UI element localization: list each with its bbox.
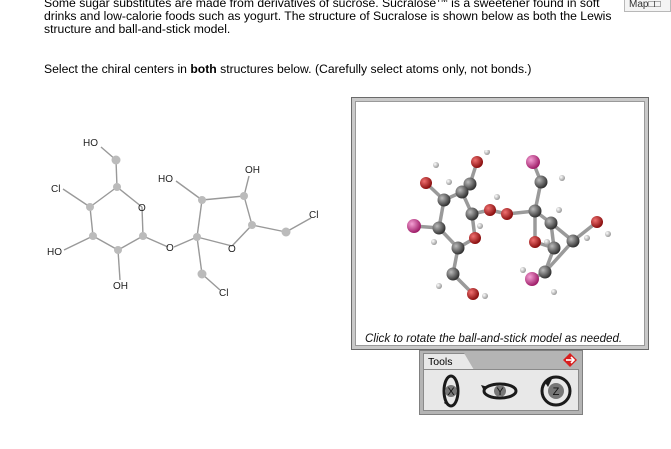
model-atom-c bbox=[547, 241, 561, 255]
lewis-label-o-ring1: O bbox=[138, 203, 146, 214]
model-atom-h bbox=[433, 162, 439, 168]
model-atom-c bbox=[432, 221, 446, 235]
model-atom-o bbox=[501, 208, 513, 220]
lewis-atom-c3p[interactable] bbox=[198, 196, 206, 204]
lewis-label-o-bridge: O bbox=[166, 243, 174, 254]
rotate-y-label: Y bbox=[496, 386, 504, 398]
model-atom-c bbox=[446, 267, 460, 281]
model-atom-c bbox=[544, 216, 558, 230]
intro-text-2: is a sweetener found in soft drinks and … bbox=[44, 0, 612, 36]
model-atom-h bbox=[559, 175, 565, 181]
model-atom-h bbox=[605, 231, 611, 237]
instruction-emphasis: both bbox=[190, 62, 217, 76]
lewis-label-ho-top: HO bbox=[83, 138, 98, 149]
lewis-label-cl-right: Cl bbox=[309, 210, 318, 221]
model-atom-c bbox=[534, 175, 548, 189]
lewis-atom-c5[interactable] bbox=[113, 183, 121, 191]
model-atom-c bbox=[566, 234, 580, 248]
map-icon: □□ bbox=[648, 0, 661, 10]
lewis-atom-c3[interactable] bbox=[89, 232, 97, 240]
rotate-y-button[interactable]: Y bbox=[480, 373, 520, 409]
model-atom-c bbox=[463, 177, 477, 191]
model-atom-o bbox=[484, 204, 496, 216]
lewis-label-oh-bottom: OH bbox=[113, 281, 128, 292]
tools-tab[interactable]: Tools bbox=[423, 353, 465, 369]
model-atom-o bbox=[467, 288, 479, 300]
molecule-viewer-canvas[interactable]: Click to rotate the ball-and-stick model… bbox=[355, 101, 645, 346]
model-atoms[interactable] bbox=[407, 150, 611, 300]
lewis-label-cl-bottom: Cl bbox=[219, 288, 228, 299]
lewis-atom-c5p[interactable] bbox=[248, 221, 256, 229]
model-atom-h bbox=[494, 194, 500, 200]
lewis-label-cl-left: Cl bbox=[51, 184, 60, 195]
model-atom-c bbox=[528, 204, 542, 218]
lewis-atom-c6p[interactable] bbox=[281, 227, 291, 237]
lewis-atom-c2p[interactable] bbox=[193, 233, 201, 241]
instruction-text-end: structures below. (Carefully select atom… bbox=[216, 62, 532, 76]
tools-panel: Tools X Y Z bbox=[419, 350, 583, 415]
rotate-z-label: Z bbox=[553, 386, 560, 398]
trademark: TM bbox=[436, 0, 448, 4]
instruction-text: Select the chiral centers in bbox=[44, 62, 191, 76]
lewis-atom-c2[interactable] bbox=[114, 246, 122, 254]
model-atom-c bbox=[455, 185, 469, 199]
model-atom-o bbox=[591, 216, 603, 228]
lewis-bonds bbox=[62, 146, 312, 291]
model-atom-cl bbox=[526, 155, 540, 169]
lewis-label-o-ring2: O bbox=[228, 244, 236, 255]
model-atom-h bbox=[482, 293, 488, 299]
lewis-atom-dots[interactable] bbox=[86, 155, 291, 279]
model-atom-h bbox=[551, 289, 557, 295]
instruction: Select the chiral centers in both struct… bbox=[44, 62, 532, 76]
rotate-x-label: X bbox=[447, 386, 455, 398]
model-atom-c bbox=[451, 241, 465, 255]
viewer-caption: Click to rotate the ball-and-stick model… bbox=[365, 332, 623, 345]
model-atom-h bbox=[431, 239, 437, 245]
tools-body: X Y Z bbox=[423, 369, 579, 411]
question-intro: Some sugar substitutes are made from der… bbox=[44, 0, 629, 36]
rotate-z-button[interactable]: Z bbox=[538, 373, 574, 409]
model-atom-h bbox=[446, 179, 452, 185]
model-atom-h bbox=[484, 150, 490, 155]
model-atom-c bbox=[465, 207, 479, 221]
model-atom-h bbox=[556, 207, 562, 213]
model-atom-h bbox=[436, 283, 442, 289]
molecule-viewer[interactable]: Click to rotate the ball-and-stick model… bbox=[351, 97, 649, 350]
lewis-atom-c1p[interactable] bbox=[197, 269, 207, 279]
lewis-label-ho-ring2: HO bbox=[158, 174, 173, 185]
lewis-atom-c4[interactable] bbox=[86, 203, 94, 211]
lewis-atom-c6[interactable] bbox=[111, 155, 121, 165]
map-button[interactable]: Map□□ bbox=[624, 0, 671, 12]
reset-view-icon[interactable] bbox=[561, 351, 579, 369]
model-atom-c bbox=[437, 193, 451, 207]
model-atom-cl bbox=[407, 219, 421, 233]
model-atom-h bbox=[520, 267, 526, 273]
lewis-atom-c1[interactable] bbox=[139, 232, 147, 240]
model-atom-o bbox=[469, 232, 481, 244]
model-atom-o bbox=[420, 177, 432, 189]
lewis-label-ho-left: HO bbox=[47, 247, 62, 258]
lewis-label-oh-ring2: OH bbox=[245, 165, 260, 176]
model-atom-o bbox=[529, 236, 541, 248]
lewis-structure: HO Cl HO OH O O HO OH O Cl Cl bbox=[44, 98, 344, 313]
model-atom-h bbox=[544, 239, 550, 245]
lewis-structure-svg: HO Cl HO OH O O HO OH O Cl Cl bbox=[47, 138, 318, 299]
model-atom-c bbox=[538, 265, 552, 279]
rotate-x-button[interactable]: X bbox=[434, 373, 468, 409]
intro-text-1: Some sugar substitutes are made from der… bbox=[44, 0, 437, 10]
model-atom-cl bbox=[525, 272, 539, 286]
tools-tab-edge bbox=[464, 353, 474, 370]
map-button-label: Map bbox=[629, 0, 649, 10]
lewis-atom-c4p[interactable] bbox=[240, 192, 248, 200]
model-atom-h bbox=[477, 223, 483, 229]
model-atom-o bbox=[471, 156, 483, 168]
ball-and-stick-model[interactable] bbox=[402, 150, 622, 300]
model-atom-h bbox=[584, 235, 590, 241]
